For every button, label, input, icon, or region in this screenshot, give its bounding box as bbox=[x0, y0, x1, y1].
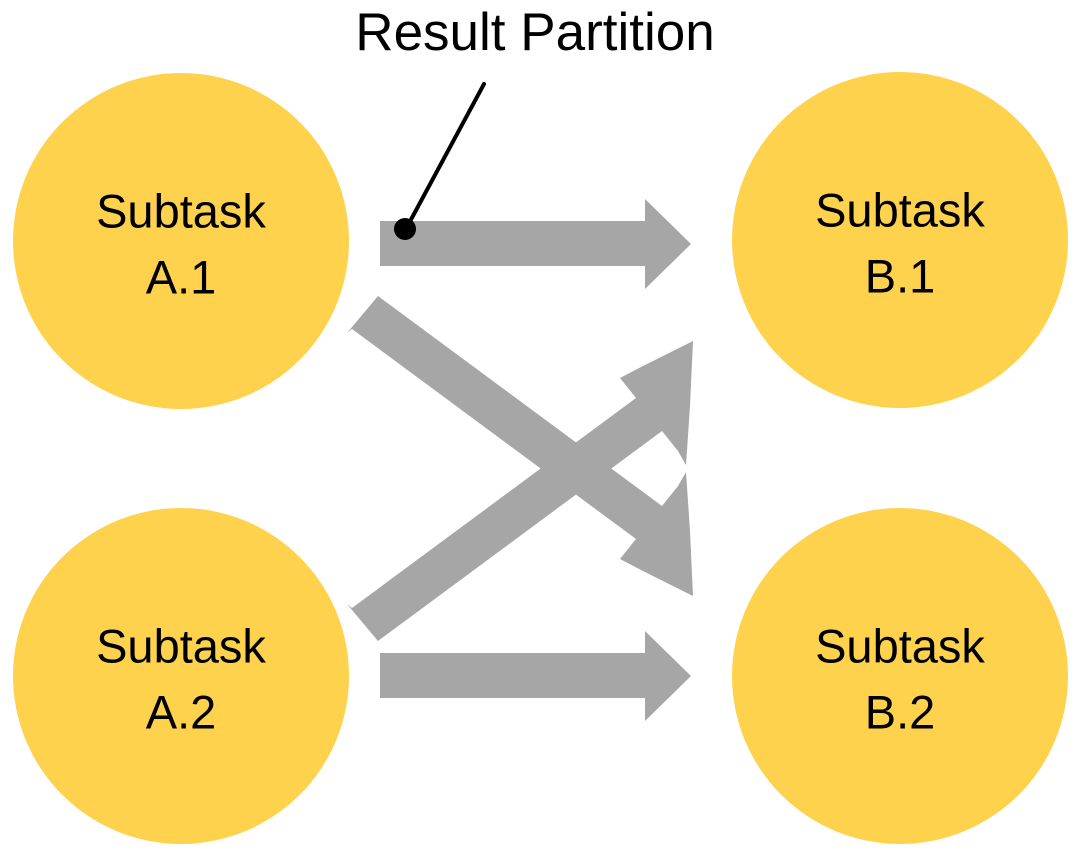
node-label-a1-line2: A.1 bbox=[146, 250, 217, 303]
node-circle-a1[interactable] bbox=[13, 73, 349, 409]
arrow-a1-to-b1[interactable] bbox=[380, 199, 691, 289]
callout-leader-line bbox=[405, 82, 486, 229]
node-label-b2-line1: Subtask bbox=[815, 619, 985, 672]
node-subtask-a1[interactable]: Subtask A.1 bbox=[13, 73, 349, 409]
node-circle-b2[interactable] bbox=[732, 508, 1068, 844]
node-label-a1-line1: Subtask bbox=[96, 184, 266, 237]
node-label-b1-line1: Subtask bbox=[815, 183, 985, 236]
node-label-a2-line2: A.2 bbox=[146, 685, 217, 738]
node-subtask-b1[interactable]: Subtask B.1 bbox=[732, 72, 1068, 408]
node-circle-a2[interactable] bbox=[13, 508, 349, 844]
node-subtask-a2[interactable]: Subtask A.2 bbox=[13, 508, 349, 844]
node-label-a2-line1: Subtask bbox=[96, 619, 266, 672]
node-circle-b1[interactable] bbox=[732, 72, 1068, 408]
callout-result-partition: Result Partition bbox=[355, 3, 715, 240]
arrow-a2-to-b1[interactable] bbox=[347, 341, 693, 641]
node-label-b1-line2: B.1 bbox=[865, 249, 936, 302]
node-subtask-b2[interactable]: Subtask B.2 bbox=[732, 508, 1068, 844]
node-group: Subtask A.1 Subtask B.1 Subtask A.2 Subt… bbox=[13, 72, 1068, 844]
arrow-a2-to-b2[interactable] bbox=[380, 631, 691, 721]
callout-anchor-dot bbox=[394, 218, 416, 240]
callout-title-text: Result Partition bbox=[355, 3, 714, 62]
node-label-b2-line2: B.2 bbox=[865, 685, 936, 738]
arrow-a1-to-b2[interactable] bbox=[347, 296, 693, 596]
arrow-group bbox=[347, 199, 693, 721]
